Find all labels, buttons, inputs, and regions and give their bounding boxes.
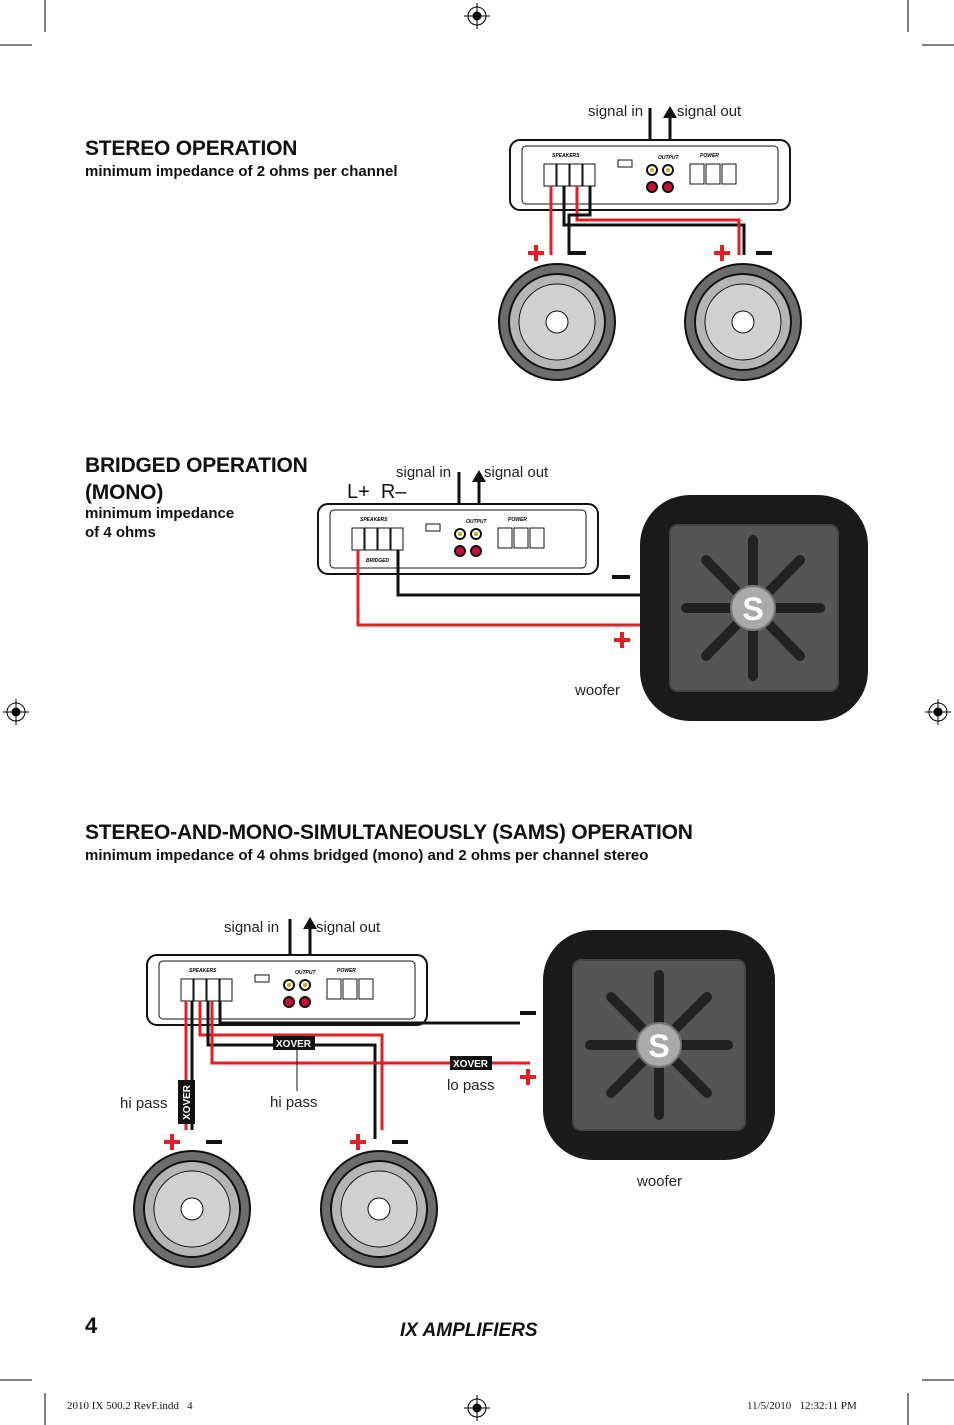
footer-date: 11/5/2010 12:32:11 PM bbox=[747, 1400, 857, 1412]
svg-text:POWER: POWER bbox=[337, 968, 356, 974]
footer-file: 2010 IX 500.2 RevF.indd 4 bbox=[67, 1400, 193, 1412]
amplifier: SPEAKERS OUTPUT POWER BRIDGED bbox=[317, 503, 599, 575]
woofer-bridged: S bbox=[640, 495, 868, 721]
stereo-subtitle: minimum impedance of 2 ohms per channel bbox=[85, 163, 398, 180]
xover-tag-vertical: XOVER bbox=[178, 1080, 195, 1124]
stereo-diagram: SPEAKERS OUTPUT POWER bbox=[498, 106, 802, 381]
bridged-signal-in-label: signal in bbox=[396, 464, 452, 481]
sams-woofer-label: woofer bbox=[637, 1173, 683, 1190]
bridged-subtitle-line2: of 4 ohms bbox=[85, 524, 156, 541]
sams-diagram: SPEAKERS OUTPUT POWER XOVER XOVER XOVER bbox=[133, 917, 775, 1268]
svg-text:SPEAKERS: SPEAKERS bbox=[189, 968, 217, 974]
xover-label: XOVER bbox=[182, 1084, 193, 1120]
svg-text:SPEAKERS: SPEAKERS bbox=[360, 517, 388, 523]
plus-minus-marks bbox=[164, 1011, 536, 1150]
bridged-diagram: SPEAKERS OUTPUT POWER BRIDGED S bbox=[317, 470, 868, 721]
sams-lo-pass-label: lo pass bbox=[447, 1077, 495, 1094]
xover-label: XOVER bbox=[276, 1039, 312, 1050]
registration-mark-top bbox=[464, 3, 490, 29]
brand-label: IX AMPLIFIERS bbox=[400, 1320, 538, 1341]
svg-text:BRIDGED: BRIDGED bbox=[366, 558, 389, 564]
svg-text:OUTPUT: OUTPUT bbox=[466, 519, 488, 525]
svg-text:OUTPUT: OUTPUT bbox=[295, 970, 317, 976]
speaker-left bbox=[133, 1150, 251, 1268]
speaker-right bbox=[684, 263, 802, 381]
svg-text:S: S bbox=[648, 1028, 669, 1064]
stereo-signal-in-label: signal in bbox=[588, 103, 644, 120]
xover-label: XOVER bbox=[453, 1059, 489, 1070]
bridged-title-line1: BRIDGED OPERATION bbox=[85, 454, 308, 477]
bridged-terminals-label: L+ R– bbox=[347, 481, 407, 503]
sams-signal-out-label: signal out bbox=[316, 919, 381, 936]
svg-text:POWER: POWER bbox=[700, 153, 719, 159]
xover-tag-right: XOVER bbox=[450, 1056, 492, 1070]
plus-minus-marks bbox=[528, 245, 772, 261]
sams-signal-in-label: signal in bbox=[224, 919, 280, 936]
svg-text:OUTPUT: OUTPUT bbox=[658, 155, 680, 161]
page-number: 4 bbox=[85, 1313, 98, 1338]
svg-text:SPEAKERS: SPEAKERS bbox=[552, 153, 580, 159]
sams-subtitle: minimum impedance of 4 ohms bridged (mon… bbox=[85, 847, 649, 864]
stereo-title: STEREO OPERATION bbox=[85, 137, 298, 160]
registration-mark-right bbox=[925, 699, 951, 725]
sams-title: STEREO-AND-MONO-SIMULTANEOUSLY (SAMS) OP… bbox=[85, 821, 693, 844]
bridged-title-line2: (MONO) bbox=[85, 481, 164, 504]
amplifier: SPEAKERS OUTPUT POWER bbox=[146, 954, 428, 1026]
svg-text:S: S bbox=[742, 591, 763, 627]
bridged-subtitle-line1: minimum impedance bbox=[85, 505, 235, 522]
xover-tag-center: XOVER bbox=[273, 1036, 315, 1091]
bridged-signal-out-label: signal out bbox=[484, 464, 549, 481]
amplifier: SPEAKERS OUTPUT POWER bbox=[509, 139, 791, 211]
bridged-woofer-label: woofer bbox=[575, 682, 621, 699]
sams-hi-pass-left-label: hi pass bbox=[120, 1095, 168, 1112]
svg-text:POWER: POWER bbox=[508, 517, 527, 523]
speaker-center bbox=[320, 1150, 438, 1268]
stereo-signal-out-label: signal out bbox=[677, 103, 742, 120]
sams-hi-pass-center-label: hi pass bbox=[270, 1094, 318, 1111]
speaker-left bbox=[498, 263, 616, 381]
registration-mark-bottom bbox=[464, 1395, 490, 1421]
registration-mark-left bbox=[3, 699, 29, 725]
woofer-sams: S bbox=[543, 930, 775, 1160]
